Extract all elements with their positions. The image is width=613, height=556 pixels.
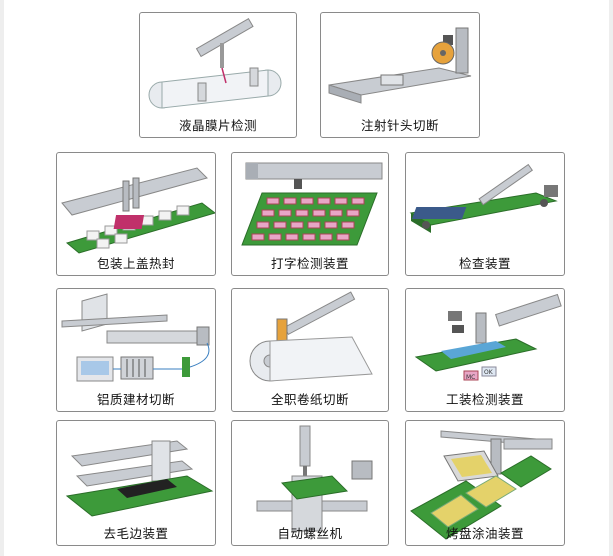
label-deburring: 去毛边装置 xyxy=(103,526,169,541)
workpiece-inspection-illustration: MC OK xyxy=(414,293,562,381)
card-auto-screw: 自动螺丝机 xyxy=(231,420,389,546)
tray-oiling-illustration xyxy=(410,430,553,540)
mark-ok: OK xyxy=(484,369,494,376)
label-package-heat-seal: 包装上盖热封 xyxy=(96,256,175,271)
card-paper-roll-cutting: 全职卷纸切断 xyxy=(231,288,389,412)
label-lcd-film-inspection: 液晶膜片检测 xyxy=(178,118,257,133)
aluminum-cutting-illustration xyxy=(61,293,210,382)
package-heat-seal-illustration xyxy=(61,167,215,254)
card-print-inspection: 打字检测装置 xyxy=(231,152,389,276)
mark-mc: MC xyxy=(466,374,475,381)
card-tray-oiling: 烤盘涂油装置 xyxy=(405,420,565,546)
inspection-device-illustration xyxy=(409,163,558,233)
label-paper-roll-cutting: 全职卷纸切断 xyxy=(270,392,349,407)
needle-cutting-illustration xyxy=(328,27,472,104)
paper-roll-cutting-illustration xyxy=(249,291,373,382)
card-lcd-film-inspection: 液晶膜片检测 xyxy=(139,12,297,138)
card-inspection-device: 检查装置 xyxy=(405,152,565,276)
label-auto-screw: 自动螺丝机 xyxy=(277,526,343,541)
label-inspection-device: 检查装置 xyxy=(458,256,511,271)
card-aluminum-cutting: 铝质建材切断 xyxy=(56,288,216,412)
label-needle-cutting: 注射针头切断 xyxy=(360,118,439,133)
lcd-film-illustration xyxy=(148,17,282,109)
right-edge xyxy=(609,0,613,556)
label-print-inspection: 打字检测装置 xyxy=(270,256,349,271)
card-workpiece-inspection: MC OK 工装检测装置 xyxy=(405,288,565,412)
card-deburring: 去毛边装置 xyxy=(56,420,216,546)
card-package-heat-seal: 包装上盖热封 xyxy=(56,152,216,276)
label-tray-oiling: 烤盘涂油装置 xyxy=(445,526,524,541)
auto-screw-illustration xyxy=(256,425,373,532)
deburring-illustration xyxy=(65,440,214,517)
left-edge xyxy=(0,0,4,556)
label-aluminum-cutting: 铝质建材切断 xyxy=(96,392,175,407)
print-inspection-illustration xyxy=(241,162,383,246)
card-needle-cutting: 注射针头切断 xyxy=(320,12,480,138)
label-workpiece-inspection: 工装检测装置 xyxy=(445,392,524,407)
